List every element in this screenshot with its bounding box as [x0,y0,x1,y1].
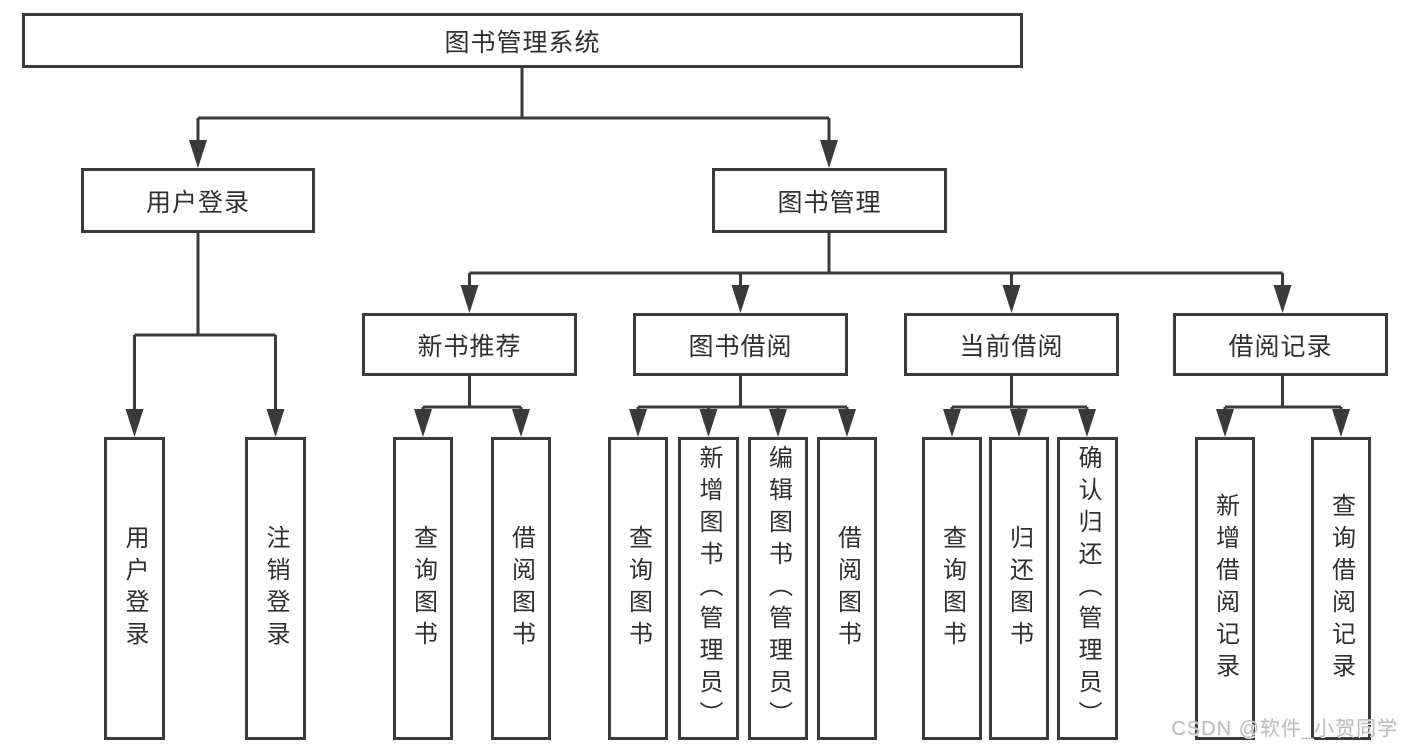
leaf-return-book: 归还图书 [989,437,1049,740]
node-book-management: 图书管理 [712,168,947,233]
node-label: 借阅图书 [507,524,535,653]
arrowhead [189,140,207,168]
node-label: 确认归还（管理员） [1074,444,1101,733]
node-label: 图书管理系统 [444,28,601,57]
arrowhead [731,285,750,313]
leaf-logout: 注销登录 [245,437,306,740]
node-label: 新增借阅记录 [1211,492,1239,685]
leaf-query-borrow-record: 查询借阅记录 [1311,437,1371,740]
leaf-add-borrow-record: 新增借阅记录 [1195,437,1255,740]
arrowhead [1010,409,1028,437]
node-label: 用户登录 [145,188,250,217]
node-label: 新书推荐 [417,332,522,361]
leaf-query-books-recommend: 查询图书 [393,437,453,740]
node-label: 查询借阅记录 [1327,492,1355,685]
leaf-query-books-borrow: 查询图书 [608,437,668,740]
node-user-login: 用户登录 [81,168,315,233]
node-label: 归还图书 [1005,524,1033,653]
leaf-borrow-books-recommend: 借阅图书 [491,437,551,740]
node-new-book-recommendation: 新书推荐 [362,313,577,376]
arrowhead [769,409,787,437]
node-label: 查询图书 [409,524,437,653]
node-label: 用户登录 [121,524,148,653]
node-current-borrowing: 当前借阅 [904,313,1119,376]
arrowhead [512,409,530,437]
csdn-watermark: CSDN @软件_小贺同学 [1171,718,1398,740]
node-root-library-system: 图书管理系统 [22,13,1023,68]
arrowhead [414,409,432,437]
arrowhead [838,409,856,437]
node-label: 图书借阅 [688,332,793,361]
node-label: 查询图书 [938,524,966,653]
arrowhead [1332,409,1350,437]
leaf-query-books-current: 查询图书 [922,437,982,740]
leaf-add-book-admin: 新增图书（管理员） [678,437,739,740]
node-label: 新增图书（管理员） [695,444,722,733]
node-label: 注销登录 [262,524,289,653]
arrowhead [1078,409,1096,437]
leaf-confirm-return-admin: 确认归还（管理员） [1057,437,1118,740]
arrowhead [629,409,647,437]
arrowhead [125,409,144,437]
node-label: 当前借阅 [959,332,1064,361]
node-label: 查询图书 [624,524,652,653]
node-label: 图书管理 [777,188,882,217]
node-label: 借阅图书 [833,524,861,653]
node-label: 借阅记录 [1228,332,1333,361]
arrowhead [943,409,961,437]
leaf-borrow-books: 借阅图书 [817,437,877,740]
node-borrowing-records: 借阅记录 [1173,313,1388,376]
arrowhead [820,140,838,168]
arrowhead [699,409,718,437]
node-label: 编辑图书（管理员） [764,444,792,733]
node-book-borrowing: 图书借阅 [633,313,848,376]
arrowhead [1216,409,1234,437]
arrowhead [1002,285,1021,313]
leaf-user-login: 用户登录 [104,437,165,740]
arrowhead [266,409,285,437]
arrowhead [1273,285,1292,313]
arrowhead [460,285,479,313]
leaf-edit-book-admin: 编辑图书（管理员） [748,437,808,740]
